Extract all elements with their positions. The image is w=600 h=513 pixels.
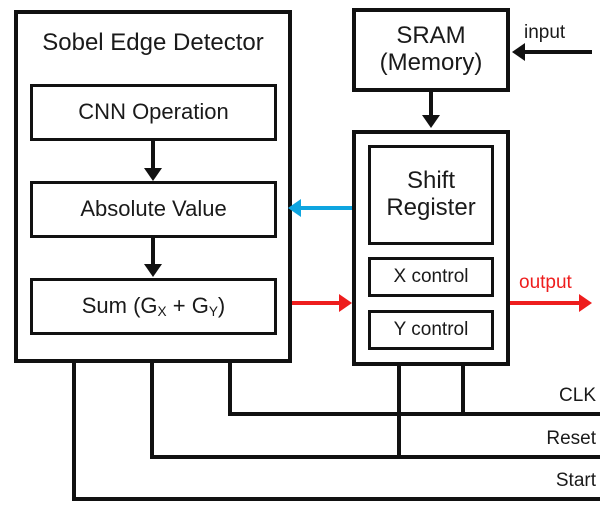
wire-start-rail	[72, 497, 600, 501]
sum-block: Sum (GX + GY)	[30, 278, 277, 335]
wire-cnn-to-absolute	[151, 141, 155, 171]
cnn-operation-label: CNN Operation	[78, 99, 229, 125]
wire-drop-clk-from-sobel	[228, 363, 232, 412]
wire-drop-start-from-sobel	[72, 363, 76, 497]
arrowhead-cnn-to-absolute	[144, 168, 162, 181]
shift-register-label-line2: Register	[386, 194, 476, 221]
wire-output	[510, 301, 580, 305]
sum-label-sub-y: Y	[208, 304, 218, 320]
x-control-label: X control	[393, 266, 469, 288]
y-control-label: Y control	[393, 319, 469, 341]
wire-control-to-sobel-feedback	[300, 206, 352, 210]
sum-label: Sum (GX + GY)	[81, 293, 226, 320]
output-label: output	[519, 272, 572, 293]
absolute-value-label: Absolute Value	[80, 196, 227, 222]
arrowhead-sum-to-control	[339, 294, 352, 312]
wire-drop-reset-from-control	[397, 366, 401, 455]
sram-label-line1: SRAM	[396, 22, 466, 50]
wire-sram-to-control	[429, 92, 433, 117]
arrowhead-output	[579, 294, 592, 312]
wire-absolute-to-sum	[151, 238, 155, 266]
sram-memory-block: SRAM (Memory)	[352, 8, 510, 92]
shift-register-label-line1: Shift	[406, 167, 456, 195]
sum-label-sub-x: X	[157, 304, 167, 320]
sram-label-line2: (Memory)	[379, 49, 483, 76]
arrowhead-control-to-sobel-feedback	[288, 199, 301, 217]
wire-drop-reset-from-sobel	[150, 363, 154, 455]
y-control-block: Y control	[368, 310, 494, 350]
absolute-value-block: Absolute Value	[30, 181, 277, 238]
wire-clk-rail	[228, 412, 600, 416]
cnn-operation-block: CNN Operation	[30, 84, 277, 141]
wire-sum-to-control	[292, 301, 340, 305]
sum-label-prefix: Sum (G	[81, 293, 158, 319]
wire-reset-rail	[150, 455, 600, 459]
shift-register-block: Shift Register	[368, 145, 494, 245]
wire-drop-clk-from-control	[461, 366, 465, 412]
arrowhead-input	[512, 43, 525, 61]
arrowhead-sram-to-control	[422, 115, 440, 128]
signal-label-reset: Reset	[546, 428, 596, 449]
wire-input	[525, 50, 592, 54]
sum-label-mid: + G	[166, 293, 209, 319]
sum-label-suffix: )	[217, 293, 226, 319]
signal-label-start: Start	[555, 470, 596, 491]
sobel-module-title: Sobel Edge Detector	[42, 29, 264, 56]
signal-label-clk: CLK	[559, 385, 596, 406]
arrowhead-absolute-to-sum	[144, 264, 162, 277]
input-label: input	[524, 22, 566, 43]
x-control-block: X control	[368, 257, 494, 297]
